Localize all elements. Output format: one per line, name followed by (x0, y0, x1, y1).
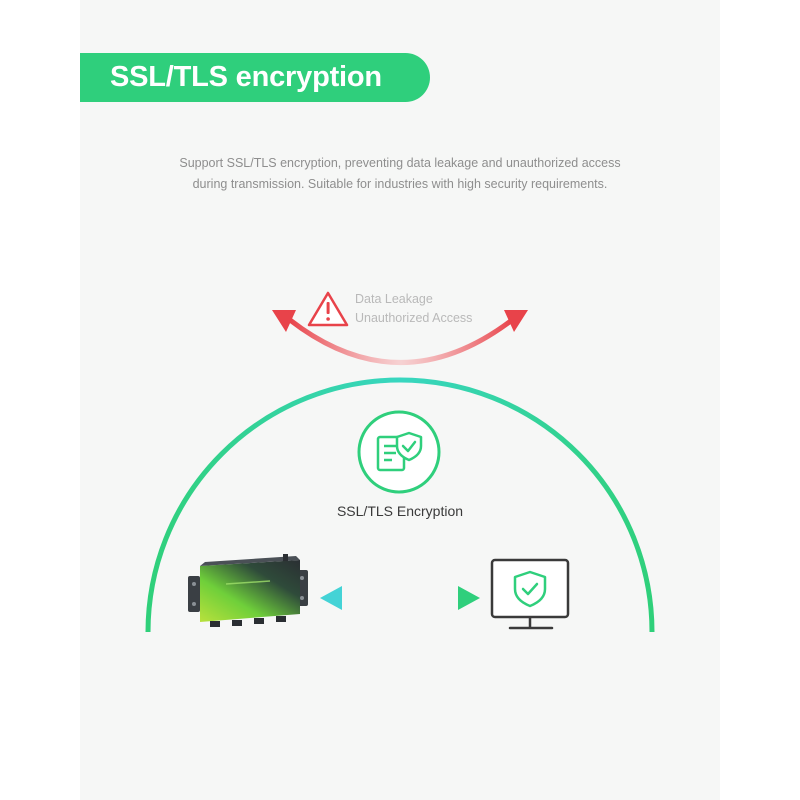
description-line-1: Support SSL/TLS encryption, preventing d… (179, 156, 621, 170)
bidirectional-link-arrow (320, 586, 480, 610)
page-title: SSL/TLS encryption (110, 61, 382, 93)
description: Support SSL/TLS encryption, preventing d… (110, 153, 690, 195)
protection-dome (145, 377, 655, 633)
threat-arrowhead-right (504, 310, 528, 332)
content-panel (80, 0, 720, 800)
encryption-label: SSL/TLS Encryption (336, 503, 464, 519)
threat-labels: Data Leakage Unauthorized Access (355, 290, 472, 328)
threat-label-unauthorized-access: Unauthorized Access (355, 311, 473, 325)
document-shield-icon (357, 410, 441, 494)
monitor-shield-icon (490, 558, 570, 630)
warning-triangle-icon (307, 291, 349, 327)
threat-arrowhead-left (272, 310, 296, 332)
threat-arc (272, 310, 528, 365)
serial-server-device (188, 554, 308, 627)
threat-label-data-leakage: Data Leakage (355, 292, 433, 306)
description-line-2: during transmission. Suitable for indust… (192, 177, 608, 191)
title-banner: SSL/TLS encryption (80, 53, 430, 102)
